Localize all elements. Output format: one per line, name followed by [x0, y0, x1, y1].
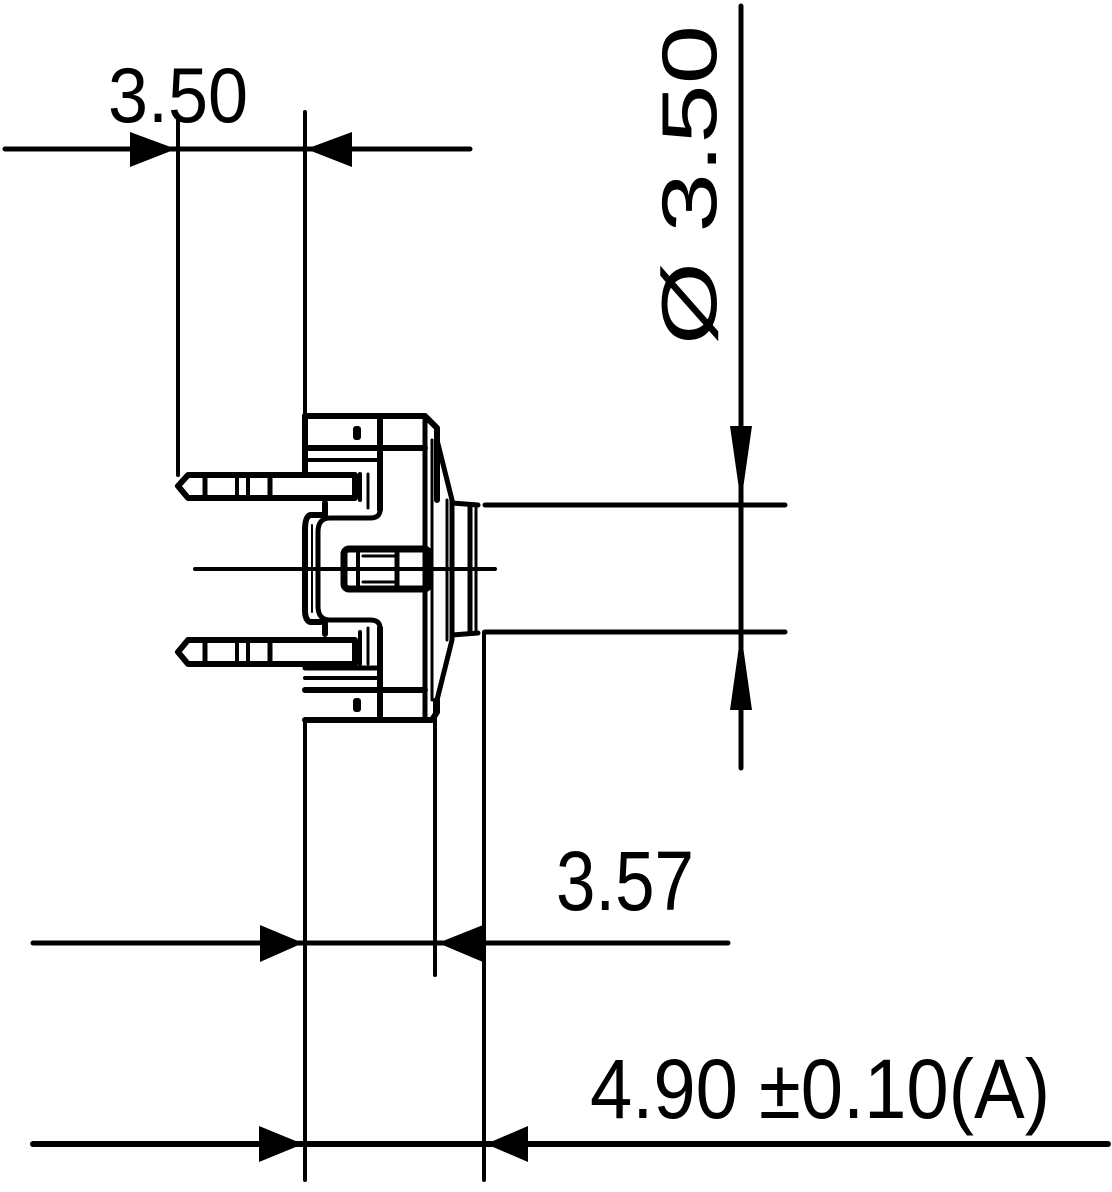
dimension-label-flange-offset: 3.57 [556, 834, 694, 928]
dimension-label-diameter: Ø 3.50 [645, 25, 733, 345]
dimension-overall-depth: 4.90 ±0.10(A) [30, 1042, 1111, 1162]
dimension-top-width: 3.50 [2, 51, 473, 477]
connector-body [175, 413, 497, 723]
dimension-flange-offset: 3.57 [30, 834, 731, 962]
dimension-label-top-width: 3.50 [108, 51, 248, 139]
dimension-label-overall-depth: 4.90 ±0.10(A) [590, 1042, 1050, 1136]
extension-lines [303, 630, 486, 1182]
dimension-diameter: Ø 3.50 [482, 3, 788, 771]
